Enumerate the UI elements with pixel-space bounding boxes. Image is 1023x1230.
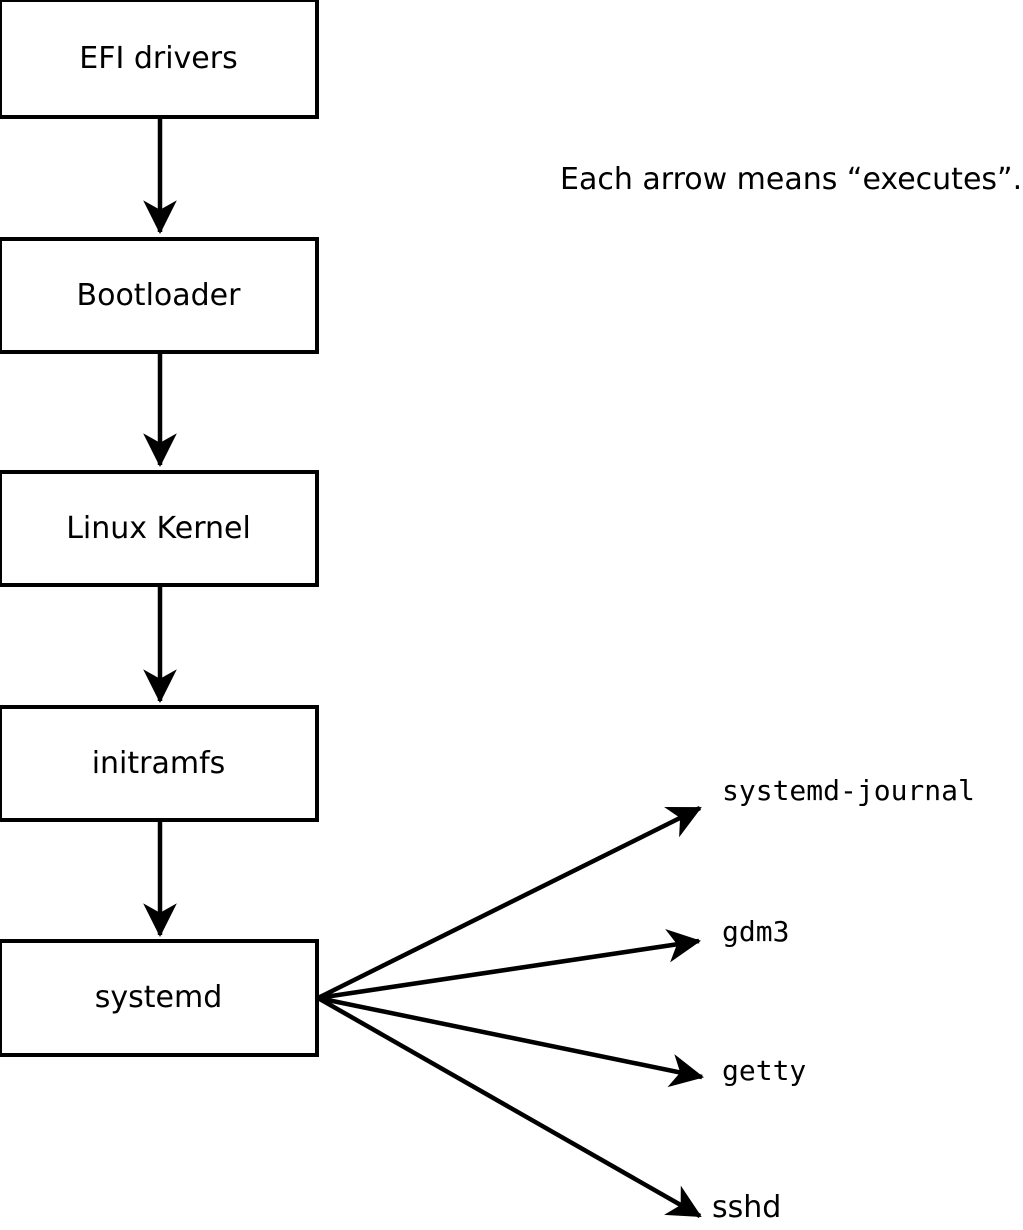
node-label: Linux Kernel [66,510,251,546]
arrow-legend-caption: Each arrow means “executes”. [560,162,1023,197]
node-label: initramfs [91,745,226,781]
arrow-systemd-to-systemd-journal [316,805,702,1001]
target-label-getty: getty [722,1054,807,1087]
node-efi-drivers: EFI drivers [0,0,319,119]
node-linux-kernel: Linux Kernel [0,470,319,587]
node-label: Bootloader [76,277,241,313]
node-systemd: systemd [0,939,319,1057]
arrow-systemd-to-gdm3 [317,929,702,1001]
arrow-systemd-to-sshd [316,996,702,1218]
node-initramfs: initramfs [0,705,319,822]
node-label: systemd [94,980,223,1015]
arrow-systemd-to-getty [317,995,704,1088]
target-label-gdm3: gdm3 [722,915,790,948]
node-bootloader: Bootloader [0,237,319,354]
target-label-systemd-journal: systemd-journal [722,774,975,807]
target-label-sshd: sshd [712,1190,782,1225]
node-label: EFI drivers [79,40,238,76]
